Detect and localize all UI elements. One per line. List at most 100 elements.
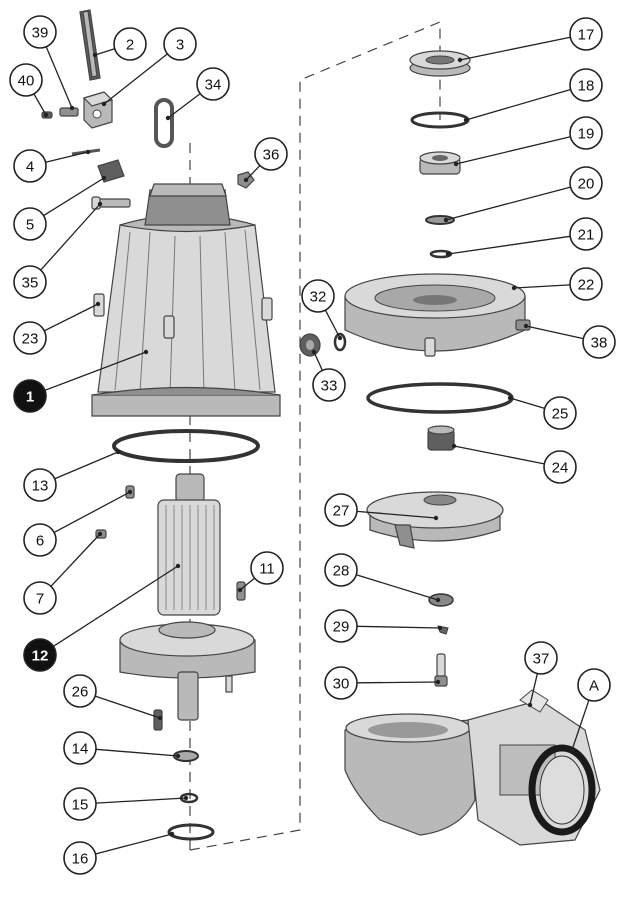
leader-dot-17 <box>457 57 463 63</box>
leader-line-27 <box>356 510 437 519</box>
leader-dot-3 <box>101 101 107 107</box>
part-2-cable <box>79 9 101 81</box>
callout-label: 25 <box>552 406 569 423</box>
callout-circle <box>13 321 47 355</box>
callout-label: 30 <box>333 676 350 693</box>
callout-15: 15 <box>63 787 97 821</box>
callout-1: 1 <box>13 379 47 413</box>
callout-38: 38 <box>582 325 616 359</box>
callout-circle <box>13 379 47 413</box>
callout-30: 30 <box>324 666 358 700</box>
part-A-ring <box>528 744 596 836</box>
leader-dot-13 <box>115 449 121 455</box>
leader-line-29 <box>356 625 441 629</box>
callout-circle <box>543 396 577 430</box>
callout-32: 32 <box>301 279 335 313</box>
part-32-o-ring <box>333 332 347 352</box>
callout-label: 21 <box>578 227 595 244</box>
callout-5: 5 <box>13 207 47 241</box>
callout-label: 3 <box>176 37 184 54</box>
callout-39: 39 <box>23 15 57 49</box>
callout-2: 2 <box>113 27 147 61</box>
leader-line-6 <box>53 491 131 534</box>
callout-circle <box>324 493 358 527</box>
leader-line-23 <box>44 303 99 332</box>
callout-circle <box>324 553 358 587</box>
callout-circle <box>569 17 603 51</box>
leader-line-22 <box>513 284 571 289</box>
leader-dot-1 <box>143 349 149 355</box>
callout-26: 26 <box>63 674 97 708</box>
callout-label: 18 <box>578 78 595 95</box>
callout-label: 11 <box>259 561 275 578</box>
callout-40: 40 <box>9 63 43 97</box>
callout-circle <box>569 166 603 200</box>
part-34-lifting-link <box>154 98 174 148</box>
leader-dot-24 <box>451 443 457 449</box>
callout-7: 7 <box>23 581 57 615</box>
part-1-motor-housing <box>91 183 281 417</box>
part-27-impeller <box>366 491 504 549</box>
callout-label: 37 <box>533 651 550 668</box>
callout-3: 3 <box>163 27 197 61</box>
leader-dot-6 <box>127 489 133 495</box>
callout-37: 37 <box>524 641 558 675</box>
leader-line-4 <box>45 151 89 163</box>
leader-line-16 <box>95 833 173 855</box>
callout-circle <box>569 68 603 102</box>
callout-23: 23 <box>13 321 47 355</box>
callout-16: 16 <box>63 841 97 875</box>
leader-line-12 <box>53 565 179 647</box>
leader-dot-40 <box>43 112 49 118</box>
part-22-bearing-housing <box>344 273 531 357</box>
leader-line-36 <box>245 165 261 181</box>
leader-dot-19 <box>453 161 459 167</box>
callout-33: 33 <box>312 368 346 402</box>
leader-line-20 <box>445 186 571 221</box>
leader-dot-18 <box>463 117 469 123</box>
part-12-rotor-assembly <box>119 473 256 721</box>
part-28-washer <box>428 593 454 607</box>
leader-dot-25 <box>507 395 513 401</box>
callout-6: 6 <box>23 523 57 557</box>
callout-34: 34 <box>196 67 230 101</box>
callout-label: 7 <box>36 591 44 608</box>
callout-circle <box>23 15 57 49</box>
callout-circle <box>582 325 616 359</box>
part-33-plug <box>299 333 321 357</box>
leader-dot-27 <box>433 515 439 521</box>
leader-dot-23 <box>95 301 101 307</box>
callout-label: 1 <box>26 389 34 406</box>
callout-circle <box>23 581 57 615</box>
leader-line-17 <box>459 36 571 61</box>
leader-line-5 <box>43 177 105 217</box>
callout-circle <box>163 27 197 61</box>
callout-28: 28 <box>324 553 358 587</box>
callout-circle <box>577 668 611 702</box>
callout-circle <box>543 450 577 484</box>
callout-label: 2 <box>126 37 134 54</box>
callout-label: 39 <box>32 25 49 42</box>
callout-21: 21 <box>569 217 603 251</box>
callout-label: 13 <box>32 478 49 495</box>
callout-label: 4 <box>26 159 34 176</box>
callout-label: 17 <box>578 27 595 44</box>
callout-circle <box>13 207 47 241</box>
callout-circle <box>63 787 97 821</box>
callout-A: A <box>577 668 611 702</box>
callout-circle <box>63 841 97 875</box>
callout-circle <box>324 666 358 700</box>
part-20-washer <box>425 215 455 225</box>
leader-dot-2 <box>92 52 98 58</box>
callout-circle <box>301 279 335 313</box>
callout-label: 24 <box>552 460 569 477</box>
leader-line-38 <box>525 325 584 340</box>
callout-label: 27 <box>333 503 350 520</box>
callout-circle <box>63 731 97 765</box>
callout-label: 16 <box>72 851 89 868</box>
callout-label: 6 <box>36 533 44 550</box>
callout-13: 13 <box>23 468 57 502</box>
callout-circle <box>13 149 47 183</box>
